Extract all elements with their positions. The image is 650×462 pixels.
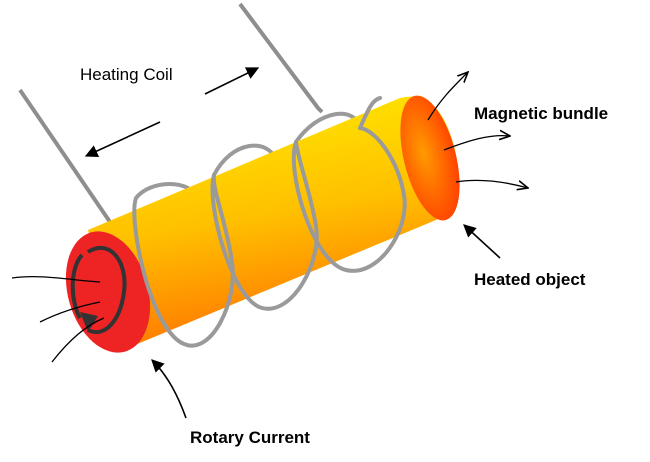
field-lines-in bbox=[11, 276, 105, 363]
heated-object-pointer bbox=[463, 224, 501, 259]
heating-coil-dimension-arrow bbox=[84, 67, 260, 158]
label-heating-coil: Heating Coil bbox=[80, 65, 173, 84]
rotary-current-arrow bbox=[70, 245, 127, 334]
heated-object-cylinder bbox=[88, 96, 458, 352]
label-magnetic-bundle: Magnetic bundle bbox=[474, 104, 608, 123]
field-lines-out bbox=[427, 72, 528, 188]
rotary-current-pointer bbox=[151, 359, 187, 419]
coil-front bbox=[132, 96, 407, 348]
cylinder-far-end bbox=[400, 95, 460, 221]
label-heated-object: Heated object bbox=[474, 270, 586, 289]
label-rotary-current: Rotary Current bbox=[190, 428, 310, 447]
coil-lead-wire-right bbox=[238, 2, 324, 114]
coil-lead-wire-left bbox=[18, 88, 112, 224]
